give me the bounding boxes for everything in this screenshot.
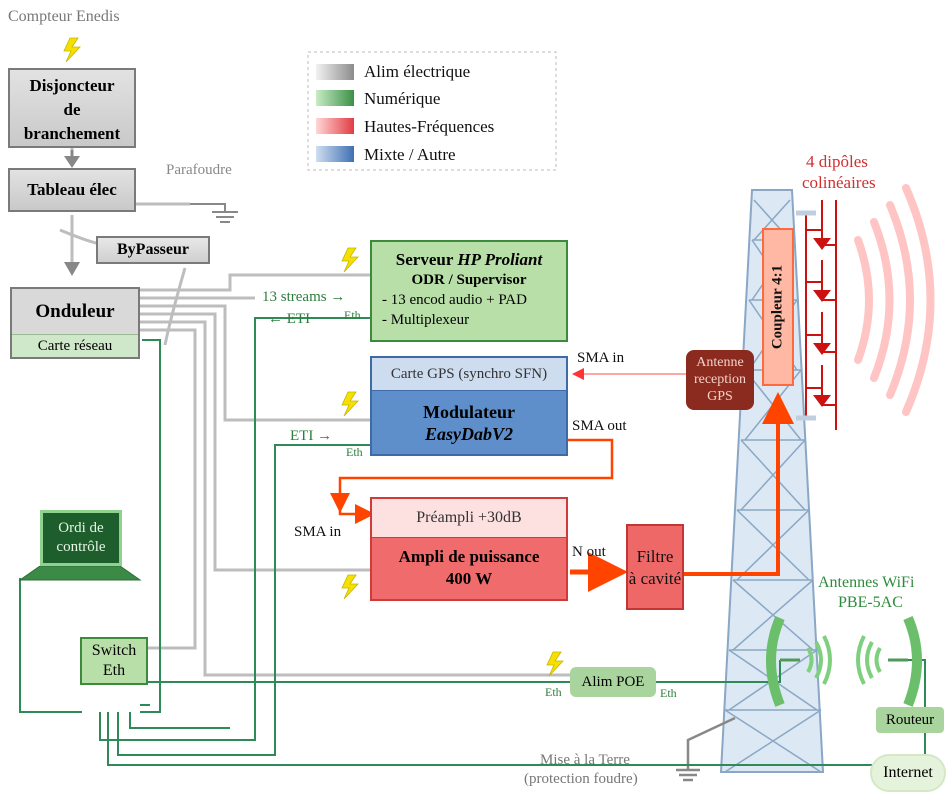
coupleur-box	[762, 228, 794, 386]
modulateur-title: Modulateur	[423, 402, 515, 422]
legend-label-rf: Hautes-Fréquences	[364, 117, 495, 136]
switch-line-2: Eth	[102, 662, 126, 679]
dipole-mounts	[796, 210, 816, 421]
ordi-line-1: Ordi de	[58, 520, 104, 536]
bypasseur-box: ByPasseur	[96, 236, 210, 264]
serveur-title: Serveur	[395, 250, 458, 269]
filtre-cavite-box: Filtre à cavité	[626, 524, 684, 610]
eth-serveur-label: Eth	[344, 308, 361, 322]
preampli-label: Préampli +30dB	[372, 499, 566, 538]
antenne-gps-line-3: GPS	[707, 389, 733, 404]
sma-in-top-label: SMA in	[577, 350, 625, 366]
ampli-power: 400 W	[445, 569, 493, 588]
wifi-dish-left	[766, 616, 832, 707]
legend-label-digital: Numérique	[364, 89, 441, 108]
carte-reseau-label: Carte réseau	[12, 334, 138, 357]
terre-label-line-1: Mise à la Terre	[540, 752, 630, 768]
terre-label-line-2: (protection foudre)	[524, 771, 638, 787]
dipole-triangles	[813, 238, 831, 407]
ordi-controle-screen: Ordi de contrôle	[40, 510, 122, 566]
power-wiring	[59, 148, 570, 677]
serveur-mux: - Multiplexeur	[382, 312, 470, 328]
parafoudre-ground	[190, 203, 238, 223]
tableau-elec-box: Tableau élec	[8, 168, 136, 212]
legend-swatch-rf	[316, 118, 354, 134]
n-out-label: N out	[572, 544, 606, 560]
legend-frame	[307, 51, 557, 171]
ampli-title: Ampli de puissance	[398, 547, 540, 566]
serveur-title-model: HP Proliant	[457, 250, 543, 269]
disjoncteur-line-2: de	[63, 100, 81, 119]
switch-line-1: Switch	[91, 642, 137, 659]
serveur-subtitle: ODR / Supervisor	[411, 272, 527, 288]
eth-poe-right-label: Eth	[660, 686, 677, 700]
legend-swatch-mixed	[316, 146, 354, 162]
terre-ground	[676, 716, 736, 782]
filtre-line-2: à cavité	[628, 569, 682, 588]
eti-left-label: ← ETI	[268, 311, 311, 327]
compteur-label: Compteur Enedis	[8, 8, 120, 25]
sma-in-left-label: SMA in	[294, 524, 342, 540]
wifi-label-line-2: PBE-5AC	[838, 594, 903, 611]
wifi-dish-right	[856, 616, 922, 707]
serveur-box: Serveur HP Proliant ODR / Supervisor - 1…	[370, 240, 568, 342]
lightning-bolt-icons	[63, 37, 564, 677]
coupleur-label: Coupleur 4:1	[769, 264, 786, 350]
ordi-keyboard	[18, 566, 142, 581]
alim-poe-box: Alim POE	[570, 667, 656, 697]
sma-out-label: SMA out	[572, 418, 627, 434]
antenne-gps-line-1: Antenne	[696, 355, 744, 370]
rf-wave-arcs	[854, 184, 935, 416]
eth-modulateur-label: Eth	[346, 445, 363, 459]
legend-label-power: Alim électrique	[364, 62, 471, 81]
eth-poe-left-label: Eth	[545, 685, 562, 699]
disjoncteur-line-1: Disjoncteur	[29, 76, 115, 95]
ampli-box: Préampli +30dB Ampli de puissance 400 W	[370, 497, 568, 601]
modulateur-box: Carte GPS (synchro SFN) Modulateur EasyD…	[370, 356, 568, 456]
digital-wiring	[19, 317, 926, 766]
filtre-line-1: Filtre	[636, 547, 674, 566]
antenne-gps-box: Antenne reception GPS	[686, 350, 754, 410]
legend-swatch-digital	[316, 90, 354, 106]
disjoncteur-box: Disjoncteur de branchement	[8, 68, 136, 148]
eti-right-label: ETI →	[290, 428, 333, 444]
modulateur-model: EasyDabV2	[424, 424, 513, 444]
internet-cloud: Internet	[870, 754, 946, 792]
legend-label-mixed: Mixte / Autre	[364, 145, 456, 164]
parafoudre-label: Parafoudre	[166, 162, 232, 178]
filter-to-coupler-arrow	[683, 392, 794, 576]
wifi-label-line-1: Antennes WiFi	[818, 574, 915, 591]
streams-label: 13 streams →	[262, 289, 346, 305]
antenne-gps-line-2: reception	[693, 372, 747, 387]
carte-gps-label: Carte GPS (synchro SFN)	[372, 358, 566, 391]
ordi-line-2: contrôle	[56, 539, 106, 555]
rf-wiring	[330, 438, 614, 524]
serveur-encod: - 13 encod audio + PAD	[382, 292, 527, 308]
arrow-head-2	[64, 262, 80, 276]
onduleur-label: Onduleur	[35, 301, 115, 322]
routeur-box: Routeur	[876, 707, 944, 733]
disjoncteur-line-3: branchement	[23, 124, 121, 143]
arrow-head-1	[64, 156, 80, 168]
legend-swatch-power	[316, 64, 354, 80]
dipoles-label-line-2: colinéaires	[802, 173, 876, 192]
switch-eth-box: Switch Eth	[80, 637, 148, 685]
dipoles-label-line-1: 4 dipôles	[806, 152, 868, 171]
onduleur-box: Onduleur Carte réseau	[10, 287, 140, 359]
